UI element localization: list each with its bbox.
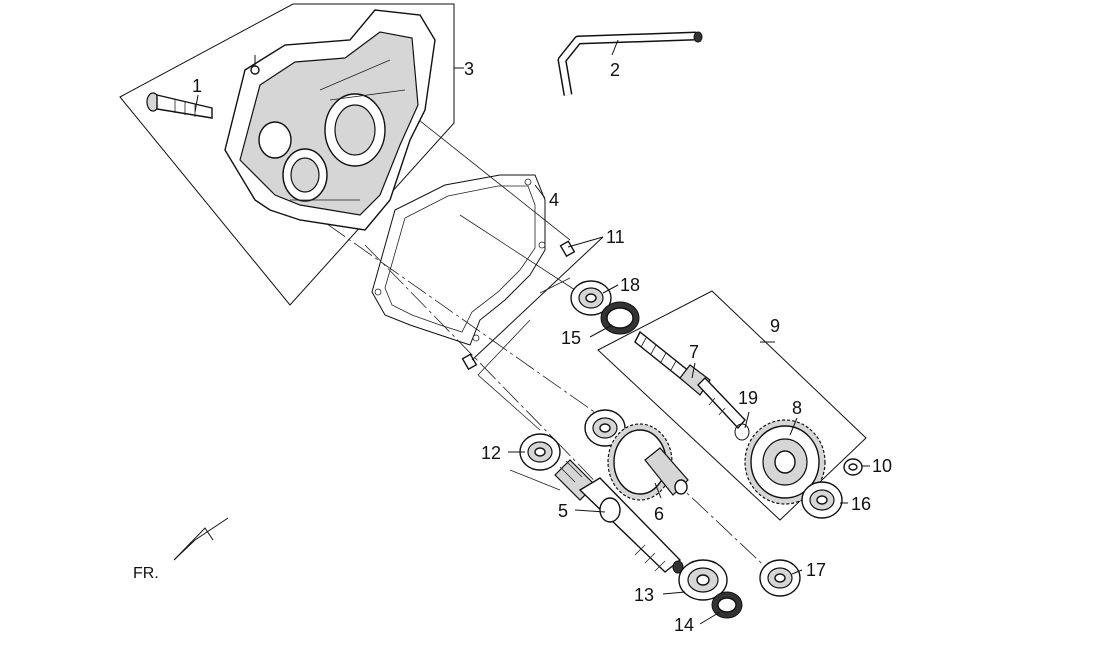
callout-10: 10 (872, 456, 892, 476)
callout-16: 16 (851, 494, 871, 514)
callout-19: 19 (738, 388, 758, 408)
callout-15: 15 (561, 328, 581, 348)
part-13-bearing (678, 559, 728, 601)
part-14-oil-seal (711, 591, 743, 619)
part-19-circlip (734, 423, 750, 441)
callout-11: 11 (606, 227, 625, 247)
group-outline-case (119, 3, 455, 306)
part-15-oil-seal (600, 301, 640, 335)
part-10-washer (843, 458, 863, 476)
callout-6: 6 (654, 504, 664, 524)
part-1-bolt (146, 92, 213, 119)
part-17-bearing (759, 559, 801, 597)
part-16-bearing (801, 481, 843, 519)
callout-9: 9 (770, 316, 780, 336)
part-11-dowel-pins (461, 240, 576, 371)
callout-labels: 1 2 3 4 5 6 7 8 9 10 11 12 13 14 15 16 1… (192, 59, 892, 635)
callout-12: 12 (481, 443, 501, 463)
callout-2: 2 (610, 60, 620, 80)
part-18-bearing (570, 280, 612, 316)
group-outline-shaft-assembly (597, 290, 867, 521)
callout-14: 14 (674, 615, 694, 635)
leader-lines (194, 39, 870, 625)
part-8-gear (744, 419, 826, 505)
callout-18: 18 (620, 275, 640, 295)
bearing-upper-drive (584, 409, 626, 447)
part-2-tube (557, 31, 703, 96)
part-12-bearing (519, 433, 561, 471)
callout-8: 8 (792, 398, 802, 418)
part-3-case (224, 9, 436, 231)
part-4-gasket (371, 174, 546, 346)
callout-5: 5 (558, 501, 568, 521)
callout-7: 7 (689, 342, 699, 362)
front-marker-label: FR. (133, 565, 159, 582)
part-7-shaft (634, 330, 746, 430)
part-5-shaft (554, 459, 684, 574)
part-6-gear (607, 423, 689, 501)
callout-17: 17 (806, 560, 826, 580)
callout-3: 3 (464, 59, 474, 79)
callout-1: 1 (192, 76, 202, 96)
callout-13: 13 (634, 585, 654, 605)
callout-4: 4 (549, 190, 559, 210)
front-direction-marker: FR. (133, 517, 229, 582)
